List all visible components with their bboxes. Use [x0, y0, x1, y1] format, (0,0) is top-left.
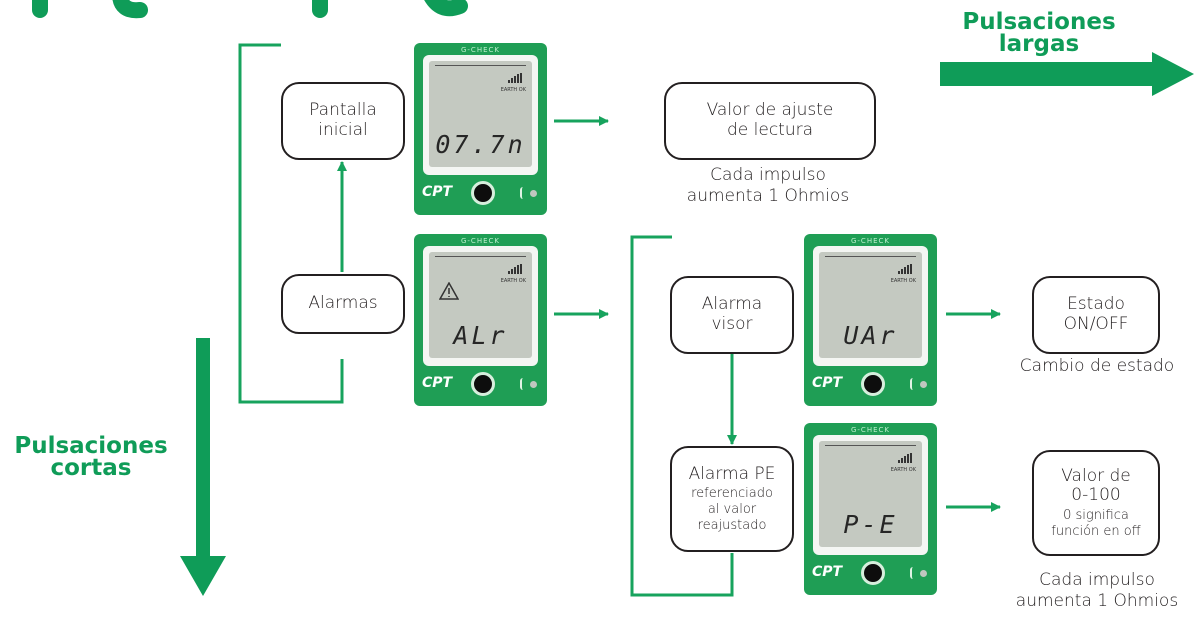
- led-icon: [920, 570, 927, 577]
- knob-icon: [861, 372, 885, 396]
- device-alarms-top-text: G-CHECK: [460, 237, 500, 245]
- device-initial-brand: CPT: [422, 184, 453, 200]
- device-alarms-lcd: EARTH OK ALr: [429, 252, 532, 358]
- device-visor-lcd: EARTH OK UAr: [819, 252, 922, 358]
- node-estado: Estado ON/OFF: [1032, 276, 1160, 354]
- node-alarmas-label: Alarmas: [308, 293, 378, 314]
- knob-icon: [471, 372, 495, 396]
- device-alarms-screen: EARTH OK ALr: [423, 246, 538, 366]
- caption-cada-impulso-2-line2: aumenta 1 Ohmios: [1015, 591, 1179, 612]
- node-alarma-pe-sub: referenciado al valor reajustado: [691, 486, 773, 533]
- led-icon: [530, 190, 537, 197]
- probe-icon: [910, 567, 917, 579]
- device-initial-lcd: EARTH OK 07.7n: [429, 61, 532, 167]
- device-alarms: G-CHECK EARTH OK ALr CPT: [414, 234, 547, 406]
- right-loop-line: [630, 235, 734, 597]
- device-visor-screen: EARTH OK UAr: [813, 246, 928, 366]
- node-alarma-pe-sub-line3: reajustado: [697, 517, 767, 533]
- scale-bar: [435, 65, 526, 68]
- short-press-arrow: [180, 338, 226, 596]
- short-press-label-line2: cortas: [50, 454, 132, 481]
- node-alarma-visor-line1: Alarma: [701, 294, 763, 315]
- device-alarms-reading: ALr: [453, 321, 508, 350]
- long-press-label-line2: largas: [998, 30, 1080, 57]
- device-initial-earth-text: EARTH OK: [500, 87, 526, 93]
- node-alarmas: Alarmas: [281, 274, 405, 334]
- node-alarma-pe-sub-line2: al valor: [707, 501, 757, 517]
- scale-bar: [435, 256, 526, 259]
- node-valor-0-100-line1: Valor de: [1061, 465, 1131, 486]
- node-valor-0-100-sub-line1: 0 significa: [1063, 507, 1129, 523]
- node-alarma-pe-title: Alarma PE: [688, 463, 776, 484]
- device-initial: G-CHECK EARTH OK 07.7n CPT: [414, 43, 547, 215]
- device-visor-brand: CPT: [812, 375, 843, 391]
- long-press-label-line1: Pulsaciones: [962, 9, 1116, 35]
- led-icon: [920, 381, 927, 388]
- led-icon: [530, 381, 537, 388]
- device-pe-screen: EARTH OK P-E: [813, 435, 928, 555]
- scale-bar: [825, 445, 916, 448]
- device-pe-reading: P-E: [843, 510, 898, 539]
- device-visor: G-CHECK EARTH OK UAr CPT: [804, 234, 937, 406]
- node-estado-line2: ON/OFF: [1063, 314, 1129, 334]
- node-alarma-visor: Alarma visor: [670, 276, 794, 354]
- short-press-label: Pulsaciones cortas: [6, 433, 176, 481]
- device-pe-brand: CPT: [812, 564, 843, 580]
- device-visor-top-text: G-CHECK: [850, 237, 890, 245]
- node-valor-0-100-line2: 0-100: [1071, 485, 1121, 506]
- node-alarma-visor-line2: visor: [711, 314, 753, 334]
- device-visor-reading: UAr: [843, 321, 898, 350]
- node-pantalla-inicial: Pantalla inicial: [281, 82, 405, 160]
- device-initial-reading: 07.7n: [435, 130, 526, 159]
- device-alarms-earth-text: EARTH OK: [500, 278, 526, 284]
- node-valor-ajuste-line1: Valor de ajuste: [706, 100, 834, 121]
- cropped-header-fragment: [32, 0, 468, 19]
- scale-bar: [825, 256, 916, 259]
- device-visor-earth-text: EARTH OK: [890, 278, 916, 284]
- node-pantalla-line2: inicial: [318, 120, 368, 140]
- caption-cada-impulso-1: Cada impulso aumenta 1 Ohmios: [678, 165, 858, 208]
- probe-icon: [520, 187, 527, 199]
- probe-icon: [910, 378, 917, 390]
- device-pe-earth-text: EARTH OK: [890, 467, 916, 473]
- caption-cambio-estado-text: Cambio de estado: [1019, 356, 1175, 376]
- knob-icon: [471, 181, 495, 205]
- node-valor-ajuste: Valor de ajuste de lectura: [664, 82, 876, 160]
- node-valor-0-100-sub-line2: función en off: [1051, 523, 1141, 539]
- device-alarms-brand: CPT: [422, 375, 453, 391]
- node-valor-0-100-sub: 0 significa función en off: [1051, 508, 1140, 539]
- caption-cada-impulso-2-line1: Cada impulso: [1039, 570, 1155, 590]
- signal-bars-icon: [898, 453, 914, 463]
- device-initial-screen: EARTH OK 07.7n: [423, 55, 538, 175]
- signal-bars-icon: [898, 264, 914, 274]
- node-estado-line1: Estado: [1067, 294, 1125, 315]
- short-press-label-line1: Pulsaciones: [14, 433, 168, 459]
- caption-cada-impulso-1-line2: aumenta 1 Ohmios: [686, 186, 850, 207]
- long-press-label: Pulsaciones largas: [954, 9, 1124, 57]
- node-alarma-pe: Alarma PE referenciado al valor reajusta…: [670, 446, 794, 552]
- device-initial-top-text: G-CHECK: [460, 46, 500, 54]
- knob-icon: [861, 561, 885, 585]
- signal-bars-icon: [508, 264, 524, 274]
- device-pe: G-CHECK EARTH OK P-E CPT: [804, 423, 937, 595]
- caption-cada-impulso-2: Cada impulso aumenta 1 Ohmios: [1010, 570, 1184, 613]
- probe-icon: [520, 378, 527, 390]
- warning-icon: [439, 282, 459, 300]
- node-valor-ajuste-line2: de lectura: [726, 120, 814, 140]
- device-pe-top-text: G-CHECK: [850, 426, 890, 434]
- node-valor-0-100: Valor de 0-100 0 significa función en of…: [1032, 450, 1160, 556]
- long-press-arrow: [940, 52, 1194, 96]
- signal-bars-icon: [508, 73, 524, 83]
- node-pantalla-line1: Pantalla: [309, 100, 377, 121]
- left-loop-line: [238, 43, 344, 404]
- device-pe-lcd: EARTH OK P-E: [819, 441, 922, 547]
- node-alarma-pe-sub-line1: referenciado: [691, 486, 773, 502]
- caption-cada-impulso-1-line1: Cada impulso: [710, 165, 826, 185]
- caption-cambio-estado: Cambio de estado: [1010, 356, 1184, 377]
